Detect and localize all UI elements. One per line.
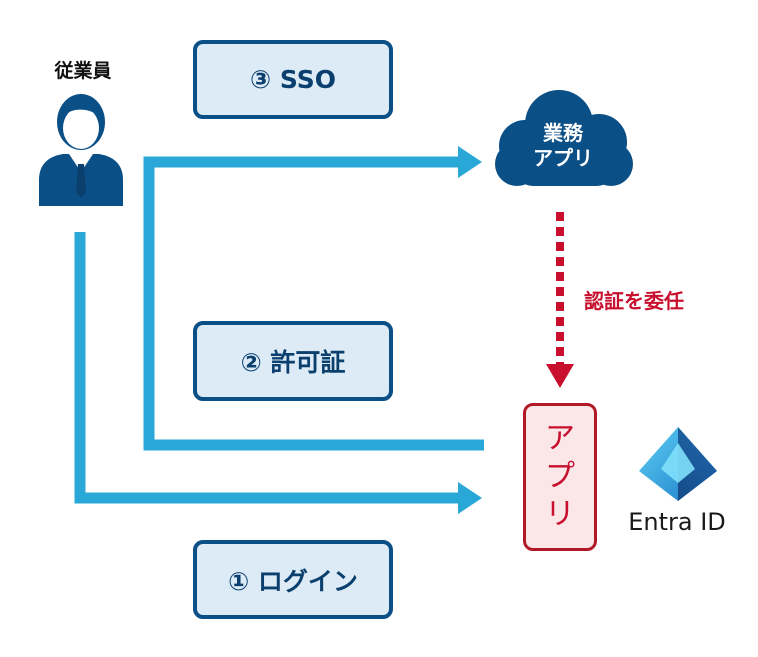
entra-id-label: Entra ID	[628, 508, 726, 536]
step-login-box: ① ログイン	[193, 540, 393, 619]
step-permit-label: ② 許可証	[240, 348, 346, 377]
step-sso-label: ③ SSO	[249, 65, 336, 94]
app-box: ア プ リ	[523, 403, 597, 551]
business-app-line1: 業務	[543, 121, 583, 145]
cloud-icon	[495, 90, 633, 186]
app-char: リ	[545, 497, 575, 532]
business-app-line2: アプリ	[533, 146, 593, 170]
app-char: プ	[545, 459, 575, 494]
login-arrow-line	[74, 232, 460, 504]
employee-label: 従業員	[54, 60, 112, 82]
step-sso-box: ③ SSO	[193, 40, 393, 119]
app-char: ア	[545, 421, 575, 456]
login-arrow-head	[458, 482, 482, 514]
sso-arrow-head	[458, 146, 482, 178]
step-login-label: ① ログイン	[228, 566, 358, 596]
delegation-label: 認証を委任	[584, 289, 684, 313]
delegation-arrow-head	[546, 364, 574, 388]
entra-id-logo-icon	[639, 427, 717, 501]
sso-arrow-line	[143, 156, 484, 451]
business-app-label: 業務 アプリ	[498, 121, 628, 171]
step-permit-box: ② 許可証	[193, 321, 393, 401]
user-icon	[39, 94, 123, 206]
